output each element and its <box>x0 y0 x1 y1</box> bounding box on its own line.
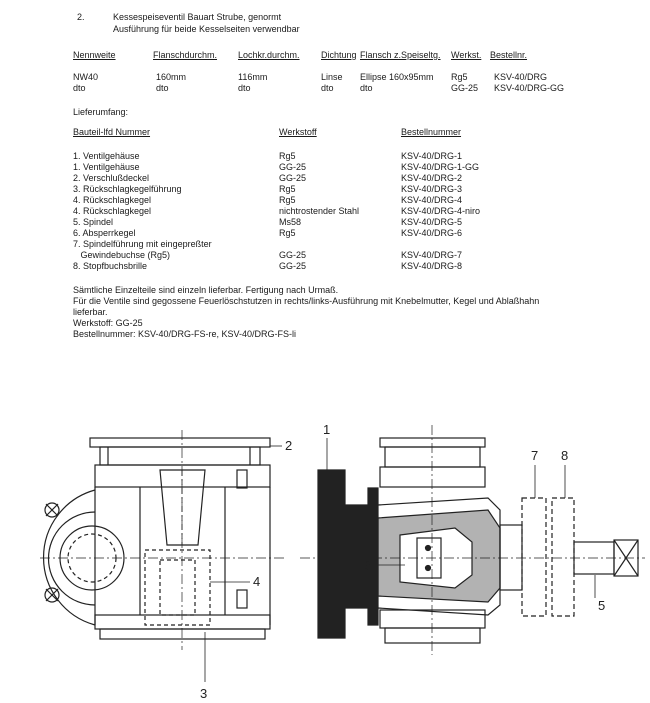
spec-cell: KSV-40/DRG-GG <box>494 83 565 93</box>
part-material: Ms58 <box>279 217 302 227</box>
spec-header-flanschdurchm: Flanschdurchm. <box>153 50 218 60</box>
note-line: Sämtliche Einzelteile sind einzeln liefe… <box>73 285 339 295</box>
label-part-4: 4 <box>253 574 260 589</box>
part-order: KSV-40/DRG-6 <box>401 228 463 238</box>
part-material: nichtrostender Stahl <box>279 206 360 216</box>
spec-header-flansch-speiseltg: Flansch z.Speiseltg. <box>360 50 441 60</box>
spec-cell: KSV-40/DRG <box>494 72 548 82</box>
part-order: KSV-40/DRG-2 <box>401 173 463 183</box>
note-line: Werkstoff: GG-25 <box>73 318 143 328</box>
part-order: KSV-40/DRG-7 <box>401 250 463 260</box>
part-name: 4. Rückschlagkegel <box>73 206 152 216</box>
part-order: KSV-40/DRG-8 <box>401 261 463 271</box>
spec-cell: 160mm <box>156 72 187 82</box>
part-name: 1. Ventilgehäuse <box>73 151 140 161</box>
left-view <box>40 430 285 682</box>
spec-cell: GG-25 <box>451 83 479 93</box>
section-title: Kessespeiseventil Bauart Strube, genormt <box>113 12 282 22</box>
spec-cell: 116mm <box>238 72 268 82</box>
part-material: GG-25 <box>279 162 307 172</box>
spec-cell: dto <box>238 83 251 93</box>
label-part-6: 6 <box>364 558 371 573</box>
part-material: GG-25 <box>279 173 307 183</box>
section-number: 2. <box>77 12 85 22</box>
part-order: KSV-40/DRG-1-GG <box>401 162 480 172</box>
part-name: Gewindebuchse (Rg5) <box>73 250 171 260</box>
parts-header-material: Werkstoff <box>279 127 317 137</box>
part-name: 8. Stopfbuchsbrille <box>73 261 148 271</box>
parts-header-part: Bauteil-lfd Nummer <box>73 127 151 137</box>
part-name: 7. Spindelführung mit eingepreßter <box>73 239 212 249</box>
part-order: KSV-40/DRG-5 <box>401 217 463 227</box>
valve-technical-drawing: 2 4 3 1 6 7 8 5 <box>40 422 645 701</box>
spec-cell: Ellipse 160x95mm <box>360 72 434 82</box>
spec-header-dichtung: Dichtung <box>321 50 357 60</box>
spec-cell: dto <box>360 83 373 93</box>
part-material: GG-25 <box>279 261 307 271</box>
label-part-8: 8 <box>561 448 568 463</box>
section-subtitle: Ausführung für beide Kesselseiten verwen… <box>113 24 300 34</box>
label-part-2: 2 <box>285 438 292 453</box>
part-name: 6. Absperrkegel <box>73 228 136 238</box>
spec-cell: dto <box>73 83 86 93</box>
note-line: Bestellnummer: KSV-40/DRG-FS-re, KSV-40/… <box>73 329 297 339</box>
part-order: KSV-40/DRG-3 <box>401 184 463 194</box>
part-name: 4. Rückschlagkegel <box>73 195 152 205</box>
part-material: GG-25 <box>279 250 307 260</box>
spec-cell: Linse <box>321 72 343 82</box>
spec-cell: dto <box>321 83 334 93</box>
label-part-3: 3 <box>200 686 207 701</box>
spec-header-werkst: Werkst. <box>451 50 482 60</box>
spec-header-nennweite: Nennweite <box>73 50 116 60</box>
part-name: 5. Spindel <box>73 217 114 227</box>
label-part-5: 5 <box>598 598 605 613</box>
part-material: Rg5 <box>279 151 296 161</box>
scope-label: Lieferumfang: <box>73 107 129 117</box>
label-part-7: 7 <box>531 448 538 463</box>
right-view <box>300 425 645 655</box>
spec-cell: Rg5 <box>451 72 468 82</box>
part-name: 2. Verschlußdeckel <box>73 173 150 183</box>
part-material: Rg5 <box>279 195 296 205</box>
part-order: KSV-40/DRG-1 <box>401 151 463 161</box>
spec-header-lochkr: Lochkr.durchm. <box>238 50 300 60</box>
part-name: 1. Ventilgehäuse <box>73 162 140 172</box>
part-material: Rg5 <box>279 228 296 238</box>
spec-cell: dto <box>156 83 169 93</box>
note-line: Für die Ventile sind gegossene Feuerlösc… <box>73 296 540 306</box>
spec-header-bestellnr: Bestellnr. <box>490 50 528 60</box>
part-name: 3. Rückschlagkegelführung <box>73 184 182 194</box>
label-part-1: 1 <box>323 422 330 437</box>
parts-header-order: Bestellnummer <box>401 127 462 137</box>
spec-cell: NW40 <box>73 72 99 82</box>
part-material: Rg5 <box>279 184 296 194</box>
part-order: KSV-40/DRG-4 <box>401 195 463 205</box>
note-line: lieferbar. <box>73 307 108 317</box>
part-order: KSV-40/DRG-4-niro <box>401 206 481 216</box>
